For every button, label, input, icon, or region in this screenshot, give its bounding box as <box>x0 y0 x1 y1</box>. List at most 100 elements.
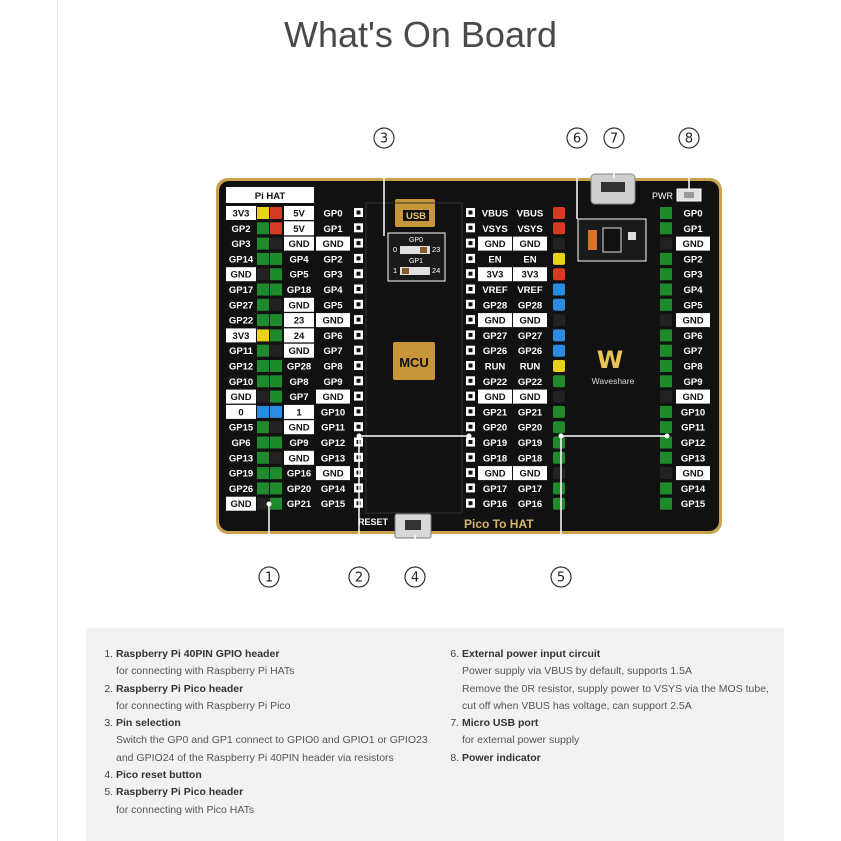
hat-label-bg <box>676 267 710 282</box>
pico-label-bg <box>478 267 512 282</box>
pico-label: EN <box>488 254 501 265</box>
pico-label-bg <box>513 496 547 511</box>
pico-label: GP22 <box>518 377 542 388</box>
hat-pin <box>660 237 672 250</box>
pico-pin <box>553 436 565 449</box>
gp1-sel-left: 1 <box>393 266 397 275</box>
pi-gpio-label: GP4 <box>323 285 343 296</box>
pico-label: RUN <box>485 362 506 373</box>
legend-item-desc: for connecting with Raspberry Pi Pico <box>116 699 291 712</box>
pi-pin-label-bg <box>284 206 314 220</box>
pi-pin <box>257 344 269 357</box>
pi-gpio-label: GND <box>322 392 343 403</box>
pico-pin <box>553 222 565 235</box>
pico-label: GP28 <box>483 300 507 311</box>
hat-label: GND <box>682 316 703 327</box>
hat-pin <box>660 207 672 219</box>
pi-gpio-label: GP10 <box>321 407 345 418</box>
pi-pin <box>270 467 282 480</box>
pi-gpio-label: GND <box>322 469 343 480</box>
pi-gpio-label: GP11 <box>321 423 345 434</box>
legend-item: Power indicator <box>462 750 814 767</box>
pi-pin-label-bg <box>226 343 256 358</box>
hat-pin <box>660 252 672 265</box>
pico-label-bg <box>513 282 547 297</box>
pico-hole-center <box>468 332 473 337</box>
pi-pin <box>257 283 269 296</box>
pico-hole-center <box>356 332 361 337</box>
callout-circle <box>566 127 588 149</box>
pi-gpio-label-bg <box>316 359 350 373</box>
hat-label-bg <box>676 481 710 496</box>
hat-label: GP0 <box>683 209 702 220</box>
pi-pin <box>270 298 282 311</box>
callout-circle <box>258 566 280 588</box>
hat-label-bg <box>676 435 710 450</box>
pwr-led-body <box>684 192 694 198</box>
pico-label: GP26 <box>483 346 507 357</box>
legend-item-desc: for connecting with Pico HATs <box>116 803 255 816</box>
pi-pin-label: 24 <box>294 331 305 342</box>
legend-item-desc: cut off when VBUS has voltage, can suppo… <box>462 699 692 712</box>
callout-circle <box>678 127 700 149</box>
pico-label: GND <box>519 316 540 327</box>
pi-pin-label: 23 <box>294 316 305 327</box>
pi-pin-label-bg <box>226 450 256 465</box>
pico-label-bg <box>478 435 512 450</box>
callout-dots <box>266 433 670 507</box>
hat-label-bg <box>676 420 710 435</box>
pi-gpio-label-bg <box>316 282 350 297</box>
pico-pin <box>553 482 565 495</box>
pi-gpio-label: GP8 <box>323 362 342 373</box>
pi-pin-label: GP21 <box>287 499 312 510</box>
pico-label-bg <box>478 282 512 297</box>
pico-hole-center <box>468 241 473 246</box>
legend-item-title: Pin selection <box>116 717 181 730</box>
legend-item-desc: and GPIO24 of the Raspberry Pi 40PIN hea… <box>116 751 394 764</box>
pi-gpio-label-bg <box>316 313 350 328</box>
pi-pin-label-bg <box>284 328 314 343</box>
legend-item-title: Raspberry Pi Pico header <box>116 682 244 695</box>
pi-pin-label: GP6 <box>231 438 250 449</box>
pi-pin <box>257 375 269 388</box>
pi-gpio-label: GP9 <box>323 377 342 388</box>
usb-chip-label-bg <box>403 210 429 221</box>
pi-pin-label: GP19 <box>229 469 253 480</box>
gp1-sel-resistor <box>402 268 409 274</box>
pico-label: GP27 <box>518 331 542 342</box>
pi-pin-label: GND <box>288 453 309 464</box>
hat-label: GP7 <box>683 346 702 357</box>
pi-gpio-label: GP15 <box>321 499 346 510</box>
pico-label: GP19 <box>518 438 542 449</box>
pi-gpio-label-bg <box>316 343 350 358</box>
pi-pin-label-bg <box>226 297 256 312</box>
hat-label-bg <box>676 328 710 343</box>
pi-pin-label-bg <box>226 404 256 419</box>
pico-hole-center <box>356 394 361 399</box>
pi-pin-label: GP27 <box>229 300 253 311</box>
callout-circle <box>550 566 572 588</box>
pi-gpio-label: GP13 <box>321 453 345 464</box>
pico-label-bg <box>478 343 512 358</box>
pico-label-bg <box>513 466 547 481</box>
pi-gpio-label-bg <box>316 221 350 236</box>
hat-pin <box>660 451 672 464</box>
legend-item-title: Raspberry Pi Pico header <box>116 786 244 799</box>
pi-pin-label: GP13 <box>229 453 253 464</box>
pico-label-bg <box>513 328 547 343</box>
gp0-sel-label: GP0 <box>409 237 423 244</box>
pico-label: VSYS <box>517 224 542 235</box>
pi-gpio-label-bg <box>316 374 350 389</box>
pi-gpio-label-bg <box>316 450 350 465</box>
pi-pin-label: GND <box>230 499 251 510</box>
pi-pin-label-bg <box>284 313 314 328</box>
pi-pin-label: GP9 <box>289 438 308 449</box>
pi-pin <box>270 329 282 342</box>
pico-label-bg <box>478 297 512 312</box>
callout-number: 4 <box>411 571 419 586</box>
pi-pin-label: GP5 <box>289 270 309 281</box>
pico-label: GND <box>484 392 505 403</box>
